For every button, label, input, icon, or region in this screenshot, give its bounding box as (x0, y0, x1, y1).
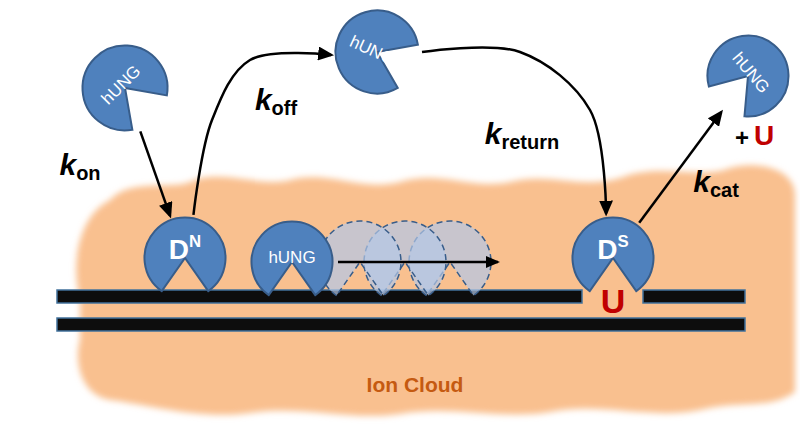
rate-arrow (639, 112, 721, 223)
enzyme-outline (573, 218, 654, 292)
rate-constant: kcat (693, 167, 739, 197)
enzyme-node: hUNG (334, 9, 420, 95)
uracil-lesion: U (601, 284, 626, 318)
released-uracil: U (754, 122, 774, 150)
sliding-arrow (338, 261, 498, 264)
rate-arrow (193, 53, 331, 215)
enzyme-outline (145, 218, 226, 292)
enzyme-label: DN (169, 236, 201, 264)
dna-strand (57, 318, 745, 331)
enzyme-outline (82, 45, 167, 130)
enzyme-node: hUNG (706, 34, 790, 118)
enzyme-label: DS (597, 236, 628, 264)
plus-sign: + (735, 126, 749, 150)
region-label: Ion Cloud (367, 374, 464, 395)
enzyme-outline (336, 10, 418, 93)
enzyme-outline (252, 222, 333, 296)
enzyme-node: hUNG (250, 220, 334, 304)
dna-strand (643, 290, 745, 303)
rate-constant: koff (255, 85, 297, 115)
rate-arrow (140, 131, 170, 215)
sliding-enzyme-ghosts (319, 221, 491, 296)
rate-arrow (422, 47, 606, 213)
enzyme-outline (708, 36, 789, 117)
rate-constant: kreturn (485, 119, 559, 149)
rate-constant: kon (59, 150, 100, 180)
enzyme-label: hUNG (268, 249, 315, 266)
enzyme-node: DN (143, 216, 227, 300)
enzyme-node: hUNG (81, 44, 169, 132)
